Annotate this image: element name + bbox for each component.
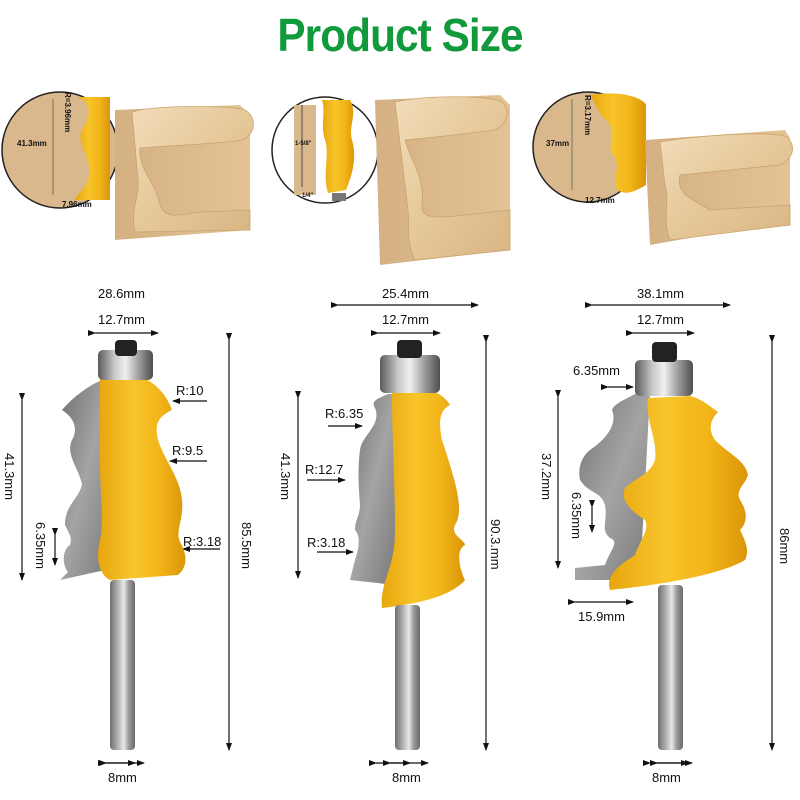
bit-2-radius-3-label: R:3.18 — [307, 535, 346, 550]
router-bit-1 — [19, 330, 232, 766]
bit-1-shank-label: 8mm — [108, 770, 137, 785]
inset-1-width-label: 7.96mm — [62, 200, 92, 209]
bit-3-overall-width-label: 38.1mm — [637, 286, 684, 301]
bit-2-radius-1-label: R:6.35 — [325, 406, 364, 421]
router-bit-2 — [295, 302, 489, 766]
bit-1-overall-width-label: 28.6mm — [98, 286, 145, 301]
bit-3-bearing-width-label: 12.7mm — [637, 312, 684, 327]
inset-3-height-label: 37mm — [546, 139, 570, 148]
bit-3-shank-label: 8mm — [652, 770, 681, 785]
wood-molding-2 — [375, 95, 511, 265]
wood-molding-3 — [645, 130, 793, 245]
bit-2-shank-label: 8mm — [392, 770, 421, 785]
bit-1-radius-2-label: R:9.5 — [172, 443, 204, 458]
inset-circle-3 — [532, 91, 646, 203]
router-bit-3 — [555, 302, 775, 766]
wood-molding-1 — [115, 105, 254, 240]
inset-3-width-label: 12.7mm — [585, 196, 615, 205]
bit-3-bearing-offset-label: 6.35mm — [573, 363, 620, 378]
bit-2-radius-2-label: R:12.7 — [305, 462, 344, 477]
bit-2-overall-width-label: 25.4mm — [382, 286, 429, 301]
inset-2-offset-label: 1/4" — [302, 193, 314, 199]
page-title: Product Size — [277, 9, 523, 61]
bit-1-bearing-width-label: 12.7mm — [98, 312, 145, 327]
bit-3-base-width-label: 15.9mm — [578, 609, 625, 624]
inset-2-height-label: 1-5/8" — [295, 141, 312, 147]
inset-1-height-label: 41.3mm — [17, 139, 47, 148]
bit-1-radius-3-label: R:3.18 — [183, 534, 222, 549]
bit-1-radius-1-label: R:10 — [176, 383, 204, 398]
bit-2-bearing-width-label: 12.7mm — [382, 312, 429, 327]
inset-circle-2 — [271, 96, 379, 204]
